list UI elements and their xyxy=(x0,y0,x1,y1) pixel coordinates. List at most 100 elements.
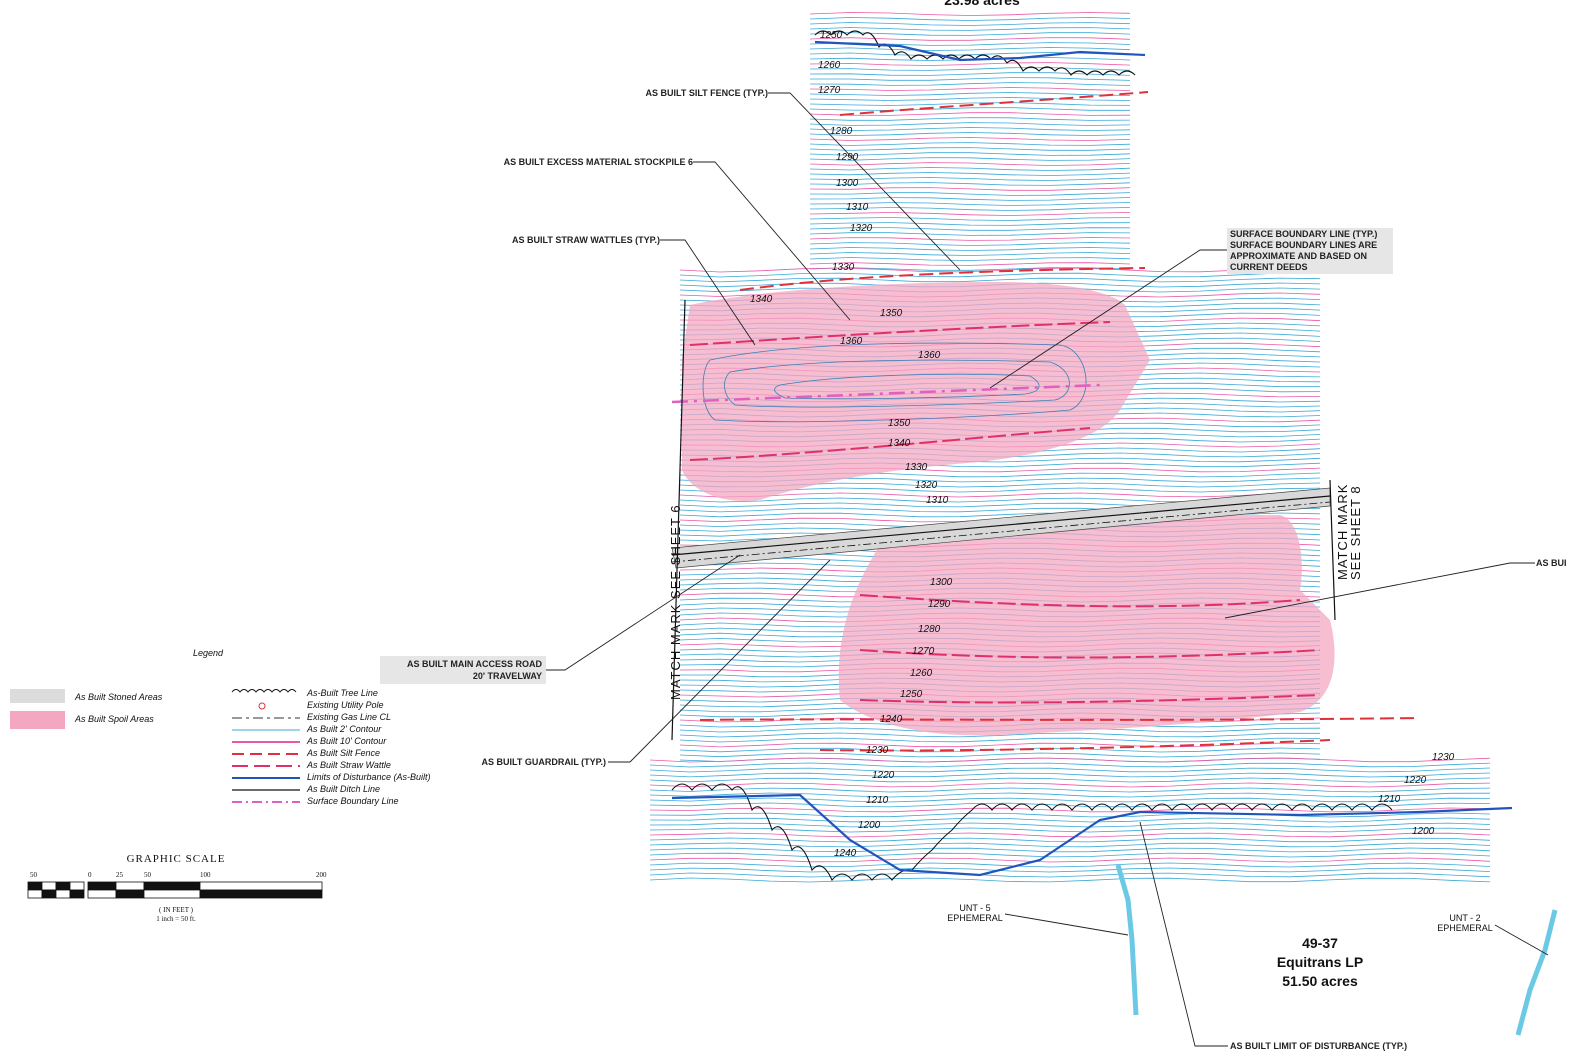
legend-area-spoil: As Built Spoil Areas xyxy=(74,714,154,724)
contour-line xyxy=(809,132,1131,136)
contour-elevation-label: 1250 xyxy=(820,30,843,41)
contour-line xyxy=(809,152,1131,156)
callout-boundary-3: APPROXIMATE AND BASED ON xyxy=(1230,251,1367,261)
parcel-bottom-area: 51.50 acres xyxy=(1282,973,1358,989)
contour-line xyxy=(809,157,1131,161)
contour-line xyxy=(809,137,1131,141)
contour-line xyxy=(809,142,1131,146)
contour-line xyxy=(649,802,1491,808)
stream-unt2-name: UNT - 2 xyxy=(1449,913,1480,923)
contour-line xyxy=(809,72,1131,76)
contour-line xyxy=(649,827,1491,833)
match-mark-right-1: MATCH MARK xyxy=(1335,484,1350,580)
surface-boundary-line xyxy=(671,383,1101,404)
contour-elevation-label: 1290 xyxy=(928,599,951,610)
contour-line xyxy=(679,737,1321,743)
scale-segment xyxy=(115,881,145,891)
legend-utility-pole-symbol xyxy=(258,702,266,710)
contour-line xyxy=(649,817,1491,823)
contour-line xyxy=(809,232,1131,236)
contour-line xyxy=(809,37,1131,41)
contour-elevation-label: 1230 xyxy=(1432,752,1455,763)
contour-elevation-label: 1200 xyxy=(858,820,881,831)
callout-access-road-2: 20' TRAVELWAY xyxy=(473,671,542,681)
scale-segment xyxy=(143,889,201,899)
callout-boundary-2: SURFACE BOUNDARY LINES ARE xyxy=(1230,240,1377,250)
contour-line xyxy=(809,67,1131,71)
legend-line-0: As-Built Tree Line xyxy=(306,688,378,698)
contour-elevation-label: 1310 xyxy=(846,202,869,213)
contour-line xyxy=(809,252,1131,256)
legend-area-stoned: As Built Stoned Areas xyxy=(74,692,163,702)
contour-line xyxy=(809,222,1131,226)
contour-elevation-label: 1360 xyxy=(918,350,941,361)
legend-line-3: As Built 2' Contour xyxy=(306,724,382,734)
graphic-scale: GRAPHIC SCALE 50 0 25 50 100 200 ( IN FE… xyxy=(27,853,327,923)
contour-line xyxy=(809,202,1131,206)
contour-elevation-label: 1340 xyxy=(750,294,773,305)
contour-line xyxy=(809,192,1131,196)
contour-line xyxy=(809,242,1131,246)
scale-tick-2: 25 xyxy=(116,871,124,879)
legend-line-1: Existing Utility Pole xyxy=(307,700,384,710)
contour-line xyxy=(649,822,1491,828)
contour-line xyxy=(809,12,1131,16)
contour-elevation-label: 1270 xyxy=(818,85,841,96)
contour-line xyxy=(809,17,1131,21)
contour-line xyxy=(809,107,1130,111)
contour-line xyxy=(649,797,1491,803)
contour-line xyxy=(649,877,1491,883)
contour-line xyxy=(649,762,1491,768)
legend-swatch-spoil xyxy=(10,711,65,729)
contour-line xyxy=(649,862,1491,868)
callout-access-road-1: AS BUILT MAIN ACCESS ROAD xyxy=(407,659,543,669)
contour-line xyxy=(809,27,1131,31)
scale-segment xyxy=(199,881,323,891)
contour-elevation-label: 1250 xyxy=(900,689,923,700)
callout-stockpile: AS BUILT EXCESS MATERIAL STOCKPILE 6 xyxy=(504,157,693,167)
callout-boundary-1: SURFACE BOUNDARY LINE (TYP.) xyxy=(1230,229,1377,239)
legend-line-2: Existing Gas Line CL xyxy=(307,712,391,722)
legend-line-7: Limits of Disturbance (As-Built) xyxy=(307,772,431,782)
scale-tick-4: 100 xyxy=(200,871,211,879)
stream-unt5 xyxy=(1115,864,1139,1016)
contour-line xyxy=(649,812,1491,818)
parcel-bottom-id: 49-37 xyxy=(1302,935,1338,951)
tree-line-bottom xyxy=(671,783,1393,882)
contour-line xyxy=(649,757,1491,763)
scale-tick-0: 50 xyxy=(30,871,38,879)
scale-segment xyxy=(55,889,71,899)
scale-segment xyxy=(115,889,145,899)
scale-segment xyxy=(69,889,85,899)
legend-line-6: As Built Straw Wattle xyxy=(306,760,391,770)
contour-elevation-label: 1290 xyxy=(836,152,859,163)
contour-line xyxy=(649,782,1491,788)
contour-elevation-label: 1350 xyxy=(880,308,903,319)
contour-line xyxy=(809,162,1131,166)
contour-elevation-label: 1210 xyxy=(866,795,889,806)
scale-tick-1: 0 xyxy=(88,871,92,879)
contour-lines-top xyxy=(809,12,1131,271)
callout-lod: AS BUILT LIMIT OF DISTURBANCE (TYP.) xyxy=(1230,1041,1407,1051)
contour-line xyxy=(649,767,1491,773)
contour-line xyxy=(809,177,1131,181)
contour-line xyxy=(809,172,1131,176)
contour-line xyxy=(810,77,1131,81)
contour-line xyxy=(809,32,1131,36)
legend-line-9: Surface Boundary Line xyxy=(307,796,399,806)
contour-line xyxy=(649,832,1491,838)
contour-line xyxy=(649,852,1491,858)
contour-line xyxy=(809,227,1131,231)
contour-elevation-label: 1300 xyxy=(930,577,953,588)
contour-elevation-label: 1330 xyxy=(905,462,928,473)
legend: Legend As Built Stoned Areas As Built Sp… xyxy=(10,648,431,806)
scale-segment xyxy=(69,881,85,891)
contour-line xyxy=(809,212,1131,216)
contour-line xyxy=(809,187,1131,191)
contour-line xyxy=(809,122,1131,126)
contour-elevation-label: 1220 xyxy=(872,770,895,781)
stream-unt2-type: EPHEMERAL xyxy=(1437,923,1493,933)
callout-silt-fence: AS BUILT SILT FENCE (TYP.) xyxy=(645,88,768,98)
contour-line xyxy=(809,47,1131,51)
scale-segment xyxy=(27,889,43,899)
